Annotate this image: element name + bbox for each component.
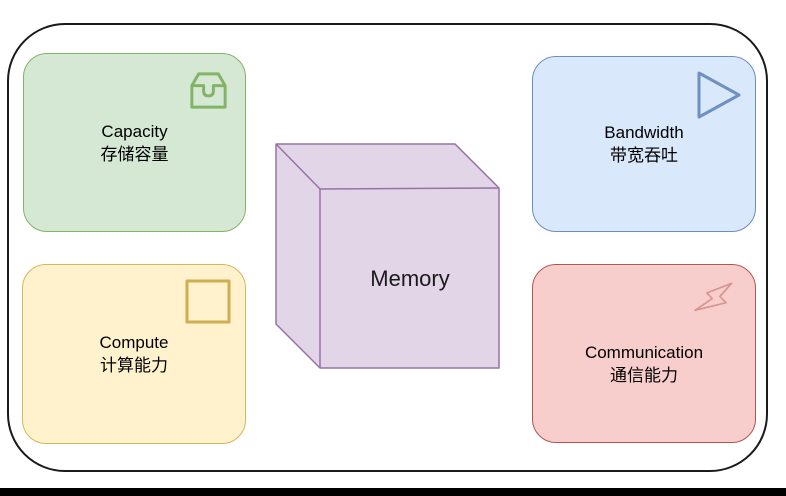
card-capacity: Capacity 存储容量 — [23, 53, 246, 232]
card-bandwidth-title: Bandwidth — [604, 123, 684, 142]
card-capacity-subtitle: 存储容量 — [100, 144, 169, 164]
card-bandwidth-subtitle: 带宽吞吐 — [610, 146, 678, 165]
memory-label: Memory — [370, 265, 450, 291]
square-icon — [184, 278, 232, 325]
outer-rounded-frame — [7, 23, 768, 472]
card-compute-label: Compute 计算能力 — [23, 331, 245, 377]
card-communication-subtitle: 通信能力 — [610, 365, 678, 385]
card-communication-title: Communication — [584, 342, 704, 362]
tray-icon — [185, 67, 232, 114]
card-bandwidth-label: Bandwidth 带宽吞吐 — [533, 121, 755, 167]
cube-inner-edges — [275, 143, 500, 368]
card-compute-title: Compute — [99, 333, 169, 352]
card-communication-label: Communication 通信能力 — [533, 341, 755, 387]
card-communication: Communication 通信能力 — [532, 264, 756, 443]
cube-outline — [275, 143, 500, 369]
card-capacity-title: Capacity — [101, 121, 168, 141]
card-compute-subtitle: 计算能力 — [100, 356, 168, 375]
play-triangle-icon — [696, 70, 742, 120]
card-bandwidth: Bandwidth 带宽吞吐 — [532, 56, 756, 232]
lightning-icon — [694, 278, 742, 326]
card-compute: Compute 计算能力 — [22, 264, 246, 444]
bottom-edge-bar — [0, 488, 786, 496]
memory-cube — [275, 143, 500, 369]
card-capacity-label: Capacity 存储容量 — [24, 120, 245, 166]
